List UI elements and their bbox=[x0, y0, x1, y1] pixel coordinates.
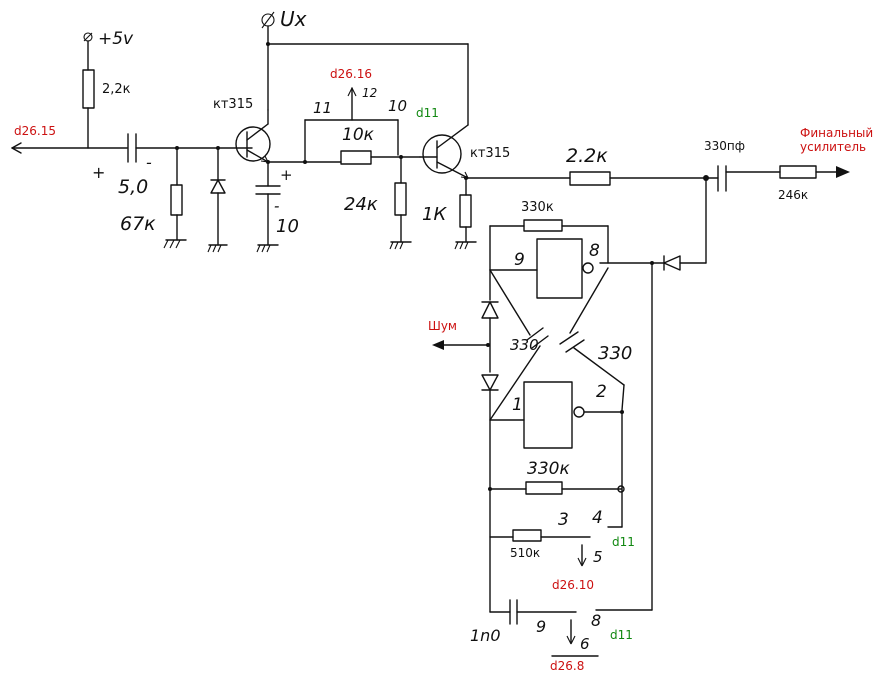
resistor-2k2-left-label: 2,2к bbox=[102, 82, 131, 97]
resistor-24k: 24к bbox=[344, 156, 412, 250]
left-bus bbox=[481, 269, 499, 613]
pin-6: 6 bbox=[580, 635, 590, 653]
capacitor-10: + - 10 bbox=[255, 161, 299, 253]
diode-bias bbox=[207, 146, 228, 253]
capacitor-5: + - 5,0 bbox=[92, 133, 253, 198]
resistor-1k: 1К bbox=[422, 176, 477, 250]
final-amp-line2: усилитель bbox=[800, 140, 866, 154]
pin-12: 12 bbox=[362, 86, 377, 100]
c10-plus: + bbox=[280, 166, 293, 184]
pin-9-top: 9 bbox=[514, 250, 525, 270]
noise-arrow-icon bbox=[432, 340, 444, 350]
transistor-q1: кт315 bbox=[213, 97, 271, 163]
gate-top: 9 8 bbox=[489, 238, 600, 299]
q1-label: кт315 bbox=[213, 97, 253, 112]
ref-d26-10: d26.10 bbox=[552, 578, 594, 592]
resistor-510k: 510к 3 4 5 d11 d26.10 bbox=[489, 508, 635, 592]
c10-minus: - bbox=[274, 197, 279, 215]
resistor-67k: 67к bbox=[120, 146, 187, 249]
resistor-330k-top: 330к bbox=[489, 200, 609, 271]
capacitor-330pf: 330пф bbox=[704, 139, 745, 192]
ref-d26-8: d26.8 bbox=[550, 659, 584, 673]
gate-bottom: 1 2 bbox=[489, 381, 624, 528]
ux-label: Ux bbox=[280, 7, 307, 31]
capacitor-330-b: 330 bbox=[559, 267, 632, 411]
pin-2: 2 bbox=[596, 382, 607, 402]
resistor-510k-label: 510к bbox=[510, 546, 540, 560]
c10-label: 10 bbox=[276, 216, 299, 237]
c330-a-label: 330 bbox=[510, 336, 539, 354]
diode-output bbox=[599, 177, 707, 271]
resistor-330k-mid-label: 330к bbox=[527, 459, 570, 479]
pin-11: 11 bbox=[313, 99, 332, 117]
plus5-label: +5v bbox=[98, 29, 134, 49]
resistor-330k-top-label: 330к bbox=[521, 200, 554, 215]
ref-d26-16: d26.16 bbox=[330, 67, 372, 81]
pin-8-top: 8 bbox=[589, 241, 600, 261]
pin-10: 10 bbox=[388, 97, 407, 115]
resistor-330k-mid: 330к bbox=[488, 459, 625, 495]
resistor-10k: 11 12 10 d26.16 10к bbox=[304, 67, 421, 165]
transistor-q2: кт315 d11 bbox=[416, 106, 510, 179]
resistor-24k-label: 24к bbox=[344, 194, 378, 215]
c330pf-label: 330пф bbox=[704, 139, 745, 153]
resistor-67k-label: 67к bbox=[120, 213, 156, 235]
resistor-2k2-right-label: 2.2к bbox=[566, 145, 608, 167]
output-arrow-icon bbox=[836, 166, 850, 178]
ref-d11-top: d11 bbox=[416, 106, 439, 120]
c1n0-label: 1n0 bbox=[470, 626, 501, 645]
resistor-10k-label: 10к bbox=[342, 125, 375, 145]
q2-label: кт315 bbox=[470, 146, 510, 161]
resistor-246k: 246к bbox=[778, 165, 817, 202]
c5-plus: + bbox=[92, 163, 105, 182]
ref-d26-15: d26.15 bbox=[14, 124, 56, 138]
noise-label: Шум bbox=[428, 319, 457, 333]
pin-4: 4 bbox=[592, 508, 603, 528]
ux-rail: Ux bbox=[261, 7, 469, 126]
capacitor-330-a: 330 bbox=[489, 269, 549, 421]
ref-d11-mid: d11 bbox=[612, 535, 635, 549]
pin-1: 1 bbox=[512, 395, 523, 415]
final-amp-line1: Финальный bbox=[800, 126, 873, 140]
pin-9-bottom: 9 bbox=[536, 617, 546, 636]
resistor-246k-label: 246к bbox=[778, 188, 808, 202]
c330-b-label: 330 bbox=[598, 343, 632, 364]
input-arrow-icon bbox=[11, 142, 22, 154]
pin-8-bottom: 8 bbox=[591, 611, 601, 630]
resistor-2k2-right: 2.2к bbox=[566, 145, 611, 186]
noise-output: Шум bbox=[428, 319, 489, 350]
c5-label: 5,0 bbox=[118, 176, 148, 198]
capacitor-1n0: 1n0 9 8 6 d11 d26.8 bbox=[470, 599, 653, 673]
ref-d11-bottom: d11 bbox=[610, 628, 633, 642]
resistor-2k2-left: 2,2к bbox=[82, 69, 131, 149]
plus5-rail: +5v bbox=[83, 29, 134, 71]
pin-5: 5 bbox=[593, 548, 603, 566]
c5-minus: - bbox=[146, 153, 152, 172]
resistor-1k-label: 1К bbox=[422, 204, 447, 225]
pin-3: 3 bbox=[558, 510, 569, 530]
